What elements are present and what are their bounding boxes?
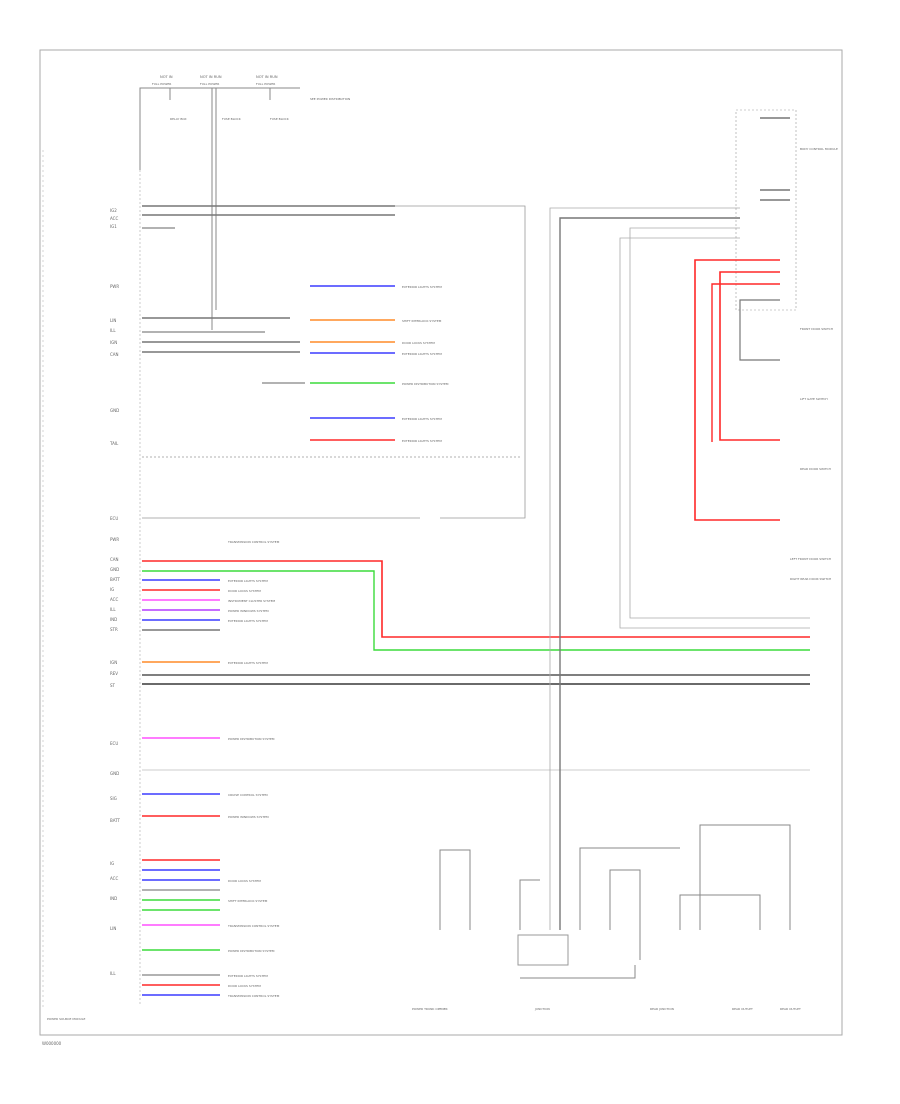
sysref-transmission-1: TRANSMISSION CONTROL SYSTEM: [227, 540, 280, 544]
left-pin-lower-5: IG: [110, 587, 114, 592]
right-comp-front-door: FRONT DOOR SWITCH: [800, 327, 833, 331]
left-pin-upper-2: IG1: [110, 224, 117, 229]
top-connector-labels: NOT IN NOT IN RUN NOT IN RUN FULL POWER …: [152, 75, 350, 121]
left-pin-lower-13: ECU: [110, 741, 118, 746]
top-block-4: SEE POWER DISTRIBUTION: [310, 97, 350, 101]
left-pin-upper-0: IG2: [110, 208, 117, 213]
sysref-cruise-control: CRUISE CONTROL SYSTEM: [228, 793, 268, 797]
sysref-exterior-lights-2: EXTERIOR LIGHTS SYSTEM: [402, 352, 442, 356]
top-feed-lines: [139, 87, 300, 330]
top-sublabel-2: FULL POWER: [200, 82, 219, 86]
top-sublabel-1: FULL POWER: [152, 82, 171, 86]
bottom-comp-rear-outlet-2: REAR OUTLET: [780, 1007, 801, 1011]
left-pin-lower-1: PWR: [110, 537, 119, 542]
left-pin-upper-3: PWR: [110, 284, 119, 289]
sysref-exterior-lights-7: EXTERIOR LIGHTS SYSTEM: [228, 661, 268, 665]
left-pin-labels-upper: IG2 ACC IG1 PWR LIN ILL IGN CAN GND TAIL: [109, 208, 119, 446]
top-connector-3: NOT IN RUN: [256, 75, 278, 79]
left-pin-upper-1: ACC: [110, 216, 118, 221]
right-component-labels: BODY CONTROL MODULE FRONT DOOR SWITCH LI…: [790, 147, 838, 581]
left-pin-lower-18: ACC: [110, 876, 118, 881]
sysref-door-locks-4: DOOR LOCKS SYSTEM: [228, 984, 261, 988]
bottom-comp-rear-junction: REAR JUNCTION: [650, 1007, 674, 1011]
sysref-power-windows-2: POWER WINDOWS SYSTEM: [228, 815, 269, 819]
left-pin-lower-3: GND: [110, 567, 119, 572]
left-pin-labels-lower: ECU PWR CAN GND BATT IG ACC ILL IND STR …: [110, 516, 121, 976]
sysref-door-locks-3: DOOR LOCKS SYSTEM: [228, 879, 261, 883]
top-block-2: FUSE BLOCK: [222, 117, 242, 121]
junction-box: [142, 205, 526, 519]
left-pin-lower-17: IG: [110, 861, 114, 866]
left-pin-lower-15: SIG: [110, 796, 117, 801]
sysref-power-distribution: POWER DISTRIBUTION SYSTEM: [402, 382, 449, 386]
sysref-power-distribution-3: POWER DISTRIBUTION SYSTEM: [228, 949, 275, 953]
diagram-frame: [39, 49, 843, 1036]
left-pin-lower-8: IND: [110, 617, 117, 622]
left-pin-lower-10: IGN: [110, 660, 117, 665]
upper-system-refs: EXTERIOR LIGHTS SYSTEM SHIFT INTERLOCK S…: [402, 285, 449, 443]
right-module: [694, 109, 797, 521]
left-pin-upper-9: TAIL: [109, 441, 119, 446]
sysref-power-distribution-2: POWER DISTRIBUTION SYSTEM: [228, 737, 275, 741]
top-connector-1: NOT IN: [160, 75, 173, 79]
lower-short-wires: [142, 579, 220, 996]
sysref-shift-interlock-2: SHIFT INTERLOCK SYSTEM: [228, 899, 268, 903]
bottom-comp-power-trunk: POWER TRUNK OPENER: [412, 1007, 448, 1011]
left-pin-lower-21: ILL: [110, 971, 116, 976]
sysref-transmission-3: TRANSMISSION CONTROL SYSTEM: [227, 994, 280, 998]
sysref-power-windows-1: POWER WINDOWS SYSTEM: [228, 609, 269, 613]
top-block-1: RELAY BOX: [170, 117, 187, 121]
left-pin-upper-6: IGN: [110, 340, 117, 345]
sysref-door-locks-1: DOOR LOCKS SYSTEM: [402, 341, 435, 345]
left-pin-lower-12: ST: [110, 683, 116, 688]
left-pin-lower-4: BATT: [110, 577, 121, 582]
left-pin-lower-6: ACC: [110, 597, 118, 602]
left-pin-lower-16: BATT: [110, 818, 121, 823]
bottom-wiring: [439, 824, 791, 979]
left-pin-lower-14: GND: [110, 771, 119, 776]
left-pin-lower-2: CAN: [110, 557, 119, 562]
left-pin-lower-20: LIN: [110, 926, 116, 931]
left-pin-upper-5: ILL: [110, 328, 116, 333]
right-module-box: [735, 109, 797, 311]
left-pin-lower-9: STR: [110, 627, 118, 632]
left-pin-lower-0: ECU: [110, 516, 118, 521]
sysref-exterior-lights-6: EXTERIOR LIGHTS SYSTEM: [228, 619, 268, 623]
right-comp-lift-gate: LIFT GATE SWITCH: [800, 397, 828, 401]
bottom-component-labels: POWER TRUNK OPENER JUNCTION REAR JUNCTIO…: [412, 1007, 801, 1011]
bottom-comp-rear-outlet-1: REAR OUTLET: [732, 1007, 753, 1011]
sysref-instrument-cluster: INSTRUMENT CLUSTER SYSTEM: [228, 599, 276, 603]
left-module-label: POWER SOURCE MODULE: [47, 1017, 86, 1021]
bottom-comp-junction: JUNCTION: [534, 1007, 550, 1011]
left-pin-lower-11: REV: [110, 671, 118, 676]
sysref-exterior-lights-4: EXTERIOR LIGHTS SYSTEM: [402, 439, 442, 443]
top-block-3: FUSE BLOCK: [270, 117, 290, 121]
right-comp-right-rear-door: RIGHT REAR DOOR SWITCH: [790, 577, 831, 581]
left-pin-lower-7: ILL: [110, 607, 116, 612]
sysref-door-locks-2: DOOR LOCKS SYSTEM: [228, 589, 261, 593]
sysref-exterior-lights-8: EXTERIOR LIGHTS SYSTEM: [228, 974, 268, 978]
right-comp-rear-door: REAR DOOR SWITCH: [800, 467, 831, 471]
sysref-exterior-lights-5: EXTERIOR LIGHTS SYSTEM: [228, 579, 268, 583]
top-connector-2: NOT IN RUN: [200, 75, 222, 79]
long-runs: [142, 560, 810, 771]
right-comp-left-front-door: LEFT FRONT DOOR SWITCH: [790, 557, 831, 561]
trunk-lines: [549, 207, 810, 930]
upper-wires: [142, 205, 395, 441]
left-pin-lower-19: IND: [110, 896, 117, 901]
right-comp-body-control: BODY CONTROL MODULE: [800, 147, 838, 151]
sysref-transmission-2: TRANSMISSION CONTROL SYSTEM: [227, 924, 280, 928]
sysref-exterior-lights-1: EXTERIOR LIGHTS SYSTEM: [402, 285, 442, 289]
lower-system-refs: TRANSMISSION CONTROL SYSTEM EXTERIOR LIG…: [227, 540, 280, 998]
left-pin-upper-8: GND: [110, 408, 119, 413]
left-pin-upper-7: CAN: [110, 352, 119, 357]
top-sublabel-3: FULL POWER: [256, 82, 275, 86]
sysref-shift-interlock: SHIFT INTERLOCK SYSTEM: [402, 319, 442, 323]
frame-code: W000000: [42, 1041, 62, 1046]
sysref-exterior-lights-3: EXTERIOR LIGHTS SYSTEM: [402, 417, 442, 421]
left-pin-upper-4: LIN: [110, 318, 116, 323]
